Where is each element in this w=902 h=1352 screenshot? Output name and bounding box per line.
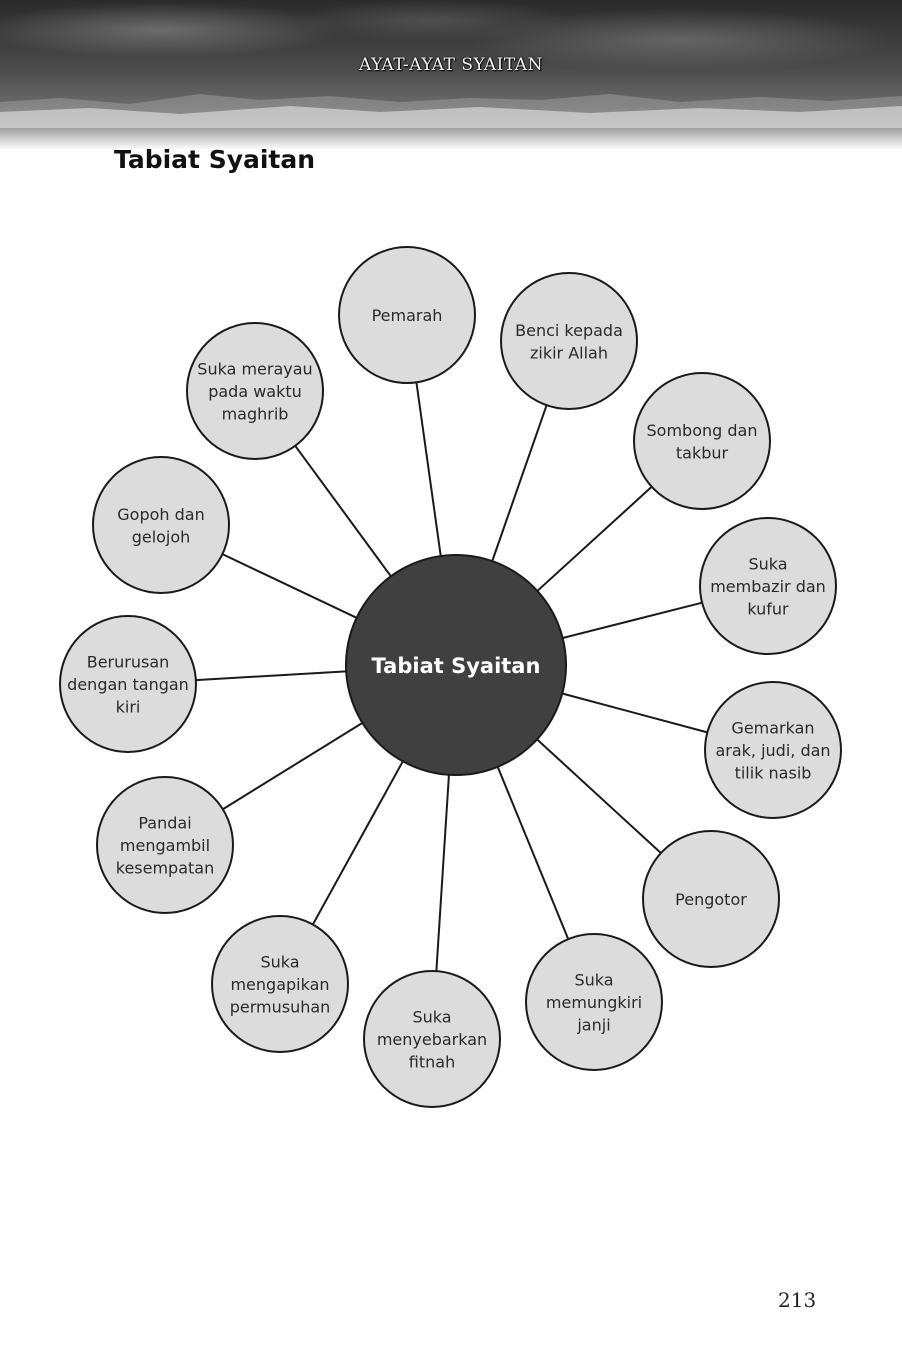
node-circle (92, 456, 230, 594)
node-label-line: mengambil (120, 836, 210, 855)
node-circle (525, 933, 663, 1071)
node-circle (699, 517, 837, 655)
node-label: Sombong dan takbur (647, 421, 758, 463)
node-sombong-dan-takbur: Sombong dan takbur (633, 372, 771, 510)
node-label-line: Sombong dan (647, 421, 758, 440)
connector-pemarah (415, 382, 442, 557)
header-ridge-decoration (0, 94, 902, 128)
node-circle (338, 246, 476, 384)
node-circle (704, 681, 842, 819)
node-label: Suka menyebarkan fitnah (377, 1008, 487, 1072)
node-label: Suka merayau pada waktu maghrib (197, 360, 312, 424)
node-gopoh-dan-gelojoh: Gopoh dan gelojoh (92, 456, 230, 594)
node-label: Pandai mengambil kesempatan (116, 814, 214, 878)
node-circle (211, 915, 349, 1053)
node-label-line: Pengotor (675, 890, 747, 909)
node-label: Berurusan dengan tangan kiri (67, 653, 189, 717)
node-label-line: tilik nasib (735, 764, 812, 783)
node-label-line: maghrib (222, 405, 289, 424)
node-label-line: dengan tangan (67, 675, 189, 694)
node-label-line: gelojoh (132, 527, 191, 546)
connector-gopoh-dan-gelojoh (222, 553, 358, 619)
node-label-line: takbur (676, 443, 729, 462)
node-suka-memungkiri-janji: Suka memungkiri janji (525, 933, 663, 1071)
node-label-line: permusuhan (230, 998, 331, 1017)
node-label-line: Suka (748, 555, 787, 574)
node-pandai-mengambil-kesempatan: Pandai mengambil kesempatan (96, 776, 234, 914)
node-label: Suka membazir dan kufur (710, 555, 826, 619)
connector-berurusan-dengan-tangan-kiri (195, 670, 347, 682)
node-label-line: kesempatan (116, 859, 214, 878)
connector-lines (195, 382, 708, 972)
node-pengotor: Pengotor (642, 830, 780, 968)
node-circle (186, 322, 324, 460)
node-label-line: membazir dan (710, 577, 826, 596)
node-label: Suka memungkiri janji (546, 971, 642, 1035)
node-label-line: Gemarkan (731, 719, 814, 738)
node-circle (633, 372, 771, 510)
node-label-line: Benci kepada (515, 321, 623, 340)
node-circle (500, 272, 638, 410)
connector-suka-merayau-pada-waktu-maghrib (294, 445, 392, 577)
running-title: AYAT-AYAT SYAITAN (359, 55, 543, 75)
node-pemarah: Pemarah (338, 246, 476, 384)
node-label-line: memungkiri (546, 993, 642, 1012)
node-label: Pemarah (372, 306, 443, 325)
connector-pandai-mengambil-kesempatan (222, 722, 363, 811)
node-label-line: Suka merayau (197, 360, 312, 379)
node-label-line: kiri (116, 698, 141, 717)
page-number: 213 (778, 1288, 817, 1312)
node-label-line: Berurusan (87, 653, 170, 672)
node-label: Pengotor (675, 890, 747, 909)
node-suka-menyebarkan-fitnah: Suka menyebarkan fitnah (363, 970, 501, 1108)
connector-benci-kepada-zikir-allah (491, 404, 548, 562)
node-label-line: janji (576, 1016, 610, 1035)
connector-gemarkan-arak-judi-dan-tilik-nasib (561, 692, 708, 734)
center-node: Tabiat Syaitan (345, 554, 567, 776)
node-label: Suka mengapikan permusuhan (230, 953, 331, 1017)
node-label-line: Gopoh dan (117, 505, 204, 524)
page-title: Tabiat Syaitan (114, 145, 316, 174)
connector-pengotor (536, 738, 662, 854)
node-circle (642, 830, 780, 968)
node-circle (96, 776, 234, 914)
node-suka-membazir-dan-kufur: Suka membazir dan kufur (699, 517, 837, 655)
node-label: Gemarkan arak, judi, dan tilik nasib (715, 719, 830, 783)
connector-suka-mengapikan-permusuhan (311, 760, 404, 925)
node-label-line: mengapikan (230, 975, 329, 994)
node-label-line: menyebarkan (377, 1030, 487, 1049)
node-suka-merayau-pada-waktu-maghrib: Suka merayau pada waktu maghrib (186, 322, 324, 460)
center-node-circle (345, 554, 567, 776)
node-suka-mengapikan-permusuhan: Suka mengapikan permusuhan (211, 915, 349, 1053)
node-label-line: Suka (412, 1008, 451, 1027)
node-label-line: Suka (260, 953, 299, 972)
connector-suka-menyebarkan-fitnah (435, 774, 450, 972)
node-label-line: Pemarah (372, 306, 443, 325)
node-label-line: pada waktu (208, 382, 302, 401)
node-circle (363, 970, 501, 1108)
node-label: Gopoh dan gelojoh (117, 505, 204, 547)
node-benci-kepada-zikir-allah: Benci kepada zikir Allah (500, 272, 638, 410)
node-label: Benci kepada zikir Allah (515, 321, 623, 363)
connector-suka-membazir-dan-kufur (562, 601, 703, 639)
node-label-line: zikir Allah (530, 343, 608, 362)
node-gemarkan-arak-judi-dan-tilik-nasib: Gemarkan arak, judi, dan tilik nasib (704, 681, 842, 819)
node-berurusan-dengan-tangan-kiri: Berurusan dengan tangan kiri (59, 615, 197, 753)
center-node-label: Tabiat Syaitan (372, 654, 541, 678)
connector-suka-memungkiri-janji (496, 766, 570, 940)
node-label-line: fitnah (409, 1053, 455, 1072)
node-label-line: arak, judi, dan (715, 741, 830, 760)
connector-sombong-dan-takbur (536, 486, 653, 592)
node-label-line: Pandai (138, 814, 191, 833)
node-circle (59, 615, 197, 753)
node-label-line: kufur (747, 600, 789, 619)
node-label-line: Suka (574, 971, 613, 990)
header-banner: AYAT-AYAT SYAITAN (0, 0, 902, 150)
